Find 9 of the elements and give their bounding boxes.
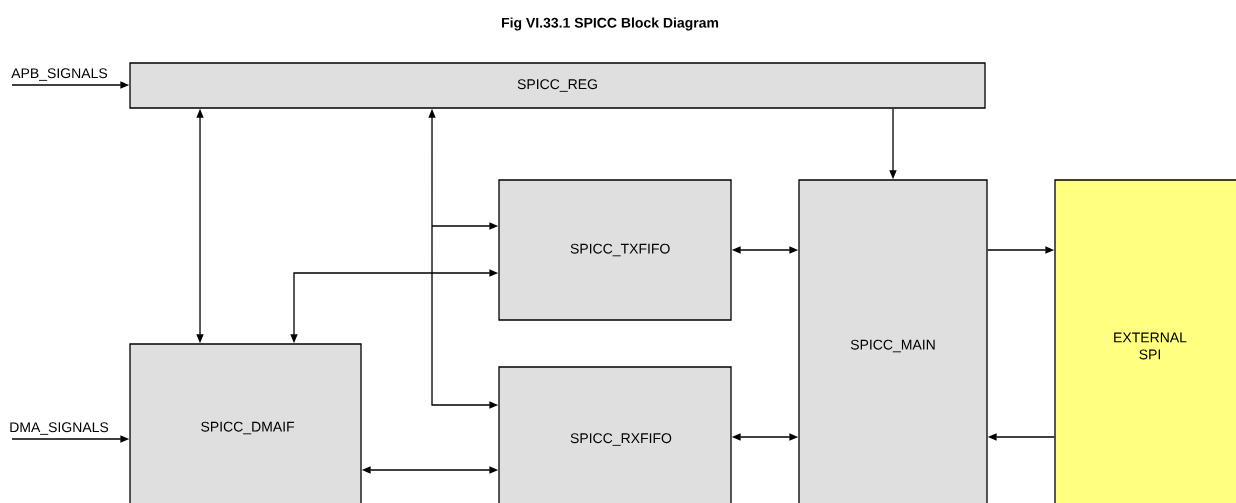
- block-box: SPICC_REG: [129, 62, 986, 109]
- figure-title: Fig VI.33.1 SPICC Block Diagram: [502, 17, 719, 31]
- block-box: EXTERNAL SPI: [1054, 179, 1236, 503]
- block-box: SPICC_MAIN: [798, 179, 988, 503]
- signal-label: APB_SIGNALS: [11, 68, 108, 81]
- block-box: SPICC_TXFIFO: [498, 179, 732, 321]
- block-box: SPICC_RXFIFO: [498, 366, 732, 503]
- block-box: SPICC_DMAIF: [129, 343, 362, 503]
- signal-label: DMA_SIGNALS: [10, 422, 109, 435]
